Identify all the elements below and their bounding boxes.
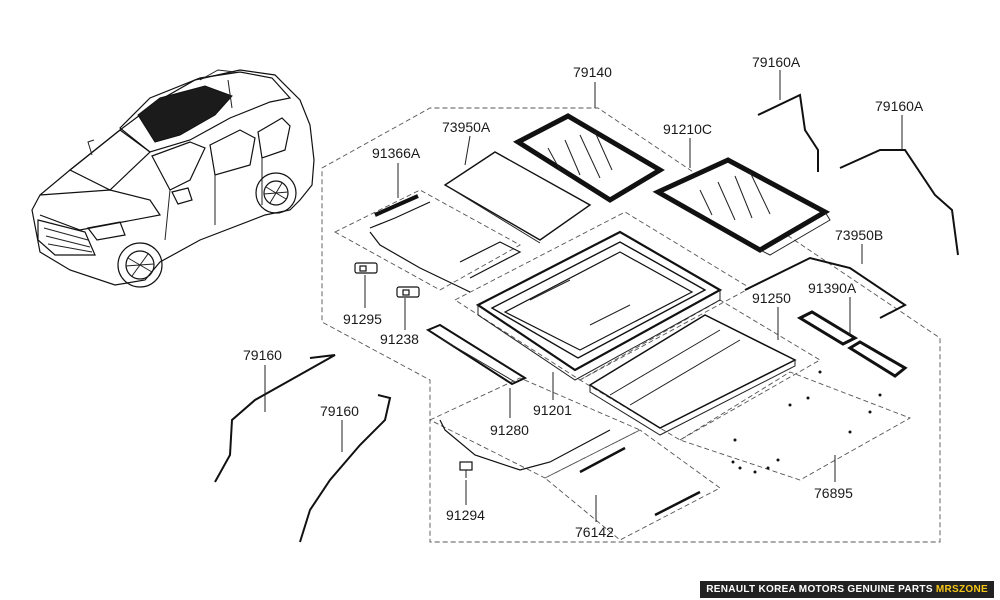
cross-bar-91280 bbox=[425, 323, 528, 386]
leader-lines bbox=[264, 70, 903, 522]
seal-91390A bbox=[796, 310, 908, 378]
label-79160-left: 79160 bbox=[243, 347, 282, 363]
footer-brand: MRSZONE bbox=[935, 584, 988, 595]
trim-76142 bbox=[579, 446, 701, 517]
footer-watermark: RENAULT KOREA MOTORS GENUINE PARTS MRSZO… bbox=[700, 581, 994, 598]
deflector-73950A bbox=[443, 151, 592, 244]
front-glass-79140 bbox=[512, 113, 665, 203]
drain-hose-inner bbox=[439, 419, 611, 471]
drain-hose-79160 bbox=[214, 354, 392, 543]
label-73950A: 73950A bbox=[442, 119, 491, 135]
sunshade-91250 bbox=[588, 314, 797, 436]
label-73950B: 73950B bbox=[835, 227, 883, 243]
car-illustration bbox=[31, 69, 315, 288]
footer-text: RENAULT KOREA MOTORS GENUINE PARTS bbox=[706, 584, 933, 595]
drain-hose-79160A bbox=[757, 93, 959, 256]
label-91294: 91294 bbox=[446, 507, 485, 523]
small-clip-91295 bbox=[354, 262, 378, 274]
label-91250: 91250 bbox=[752, 290, 791, 306]
label-91295: 91295 bbox=[343, 311, 382, 327]
rear-glass-91210C bbox=[652, 157, 831, 256]
seal-73950B bbox=[744, 256, 907, 319]
label-79160-lower: 79160 bbox=[320, 403, 359, 419]
guide-rail-91366A bbox=[369, 194, 522, 293]
label-91390A: 91390A bbox=[808, 280, 857, 296]
fasteners-76895 bbox=[731, 370, 882, 474]
label-79140: 79140 bbox=[573, 64, 612, 80]
label-91201: 91201 bbox=[533, 402, 572, 418]
label-76895: 76895 bbox=[814, 485, 853, 501]
label-91210C: 91210C bbox=[663, 121, 712, 137]
label-79160A-right: 79160A bbox=[875, 98, 924, 114]
label-91280: 91280 bbox=[490, 422, 529, 438]
part-drawings bbox=[214, 93, 959, 543]
frame-91201 bbox=[475, 230, 723, 381]
part-labels: 79140 79160A 79160A 73950A 91210C 91366A… bbox=[243, 54, 924, 540]
label-76142: 76142 bbox=[575, 524, 614, 540]
label-91366A: 91366A bbox=[372, 145, 421, 161]
small-clip-91238 bbox=[396, 286, 420, 298]
label-79160A-upper: 79160A bbox=[752, 54, 801, 70]
clip-91294 bbox=[459, 461, 473, 478]
label-91238: 91238 bbox=[380, 331, 419, 347]
